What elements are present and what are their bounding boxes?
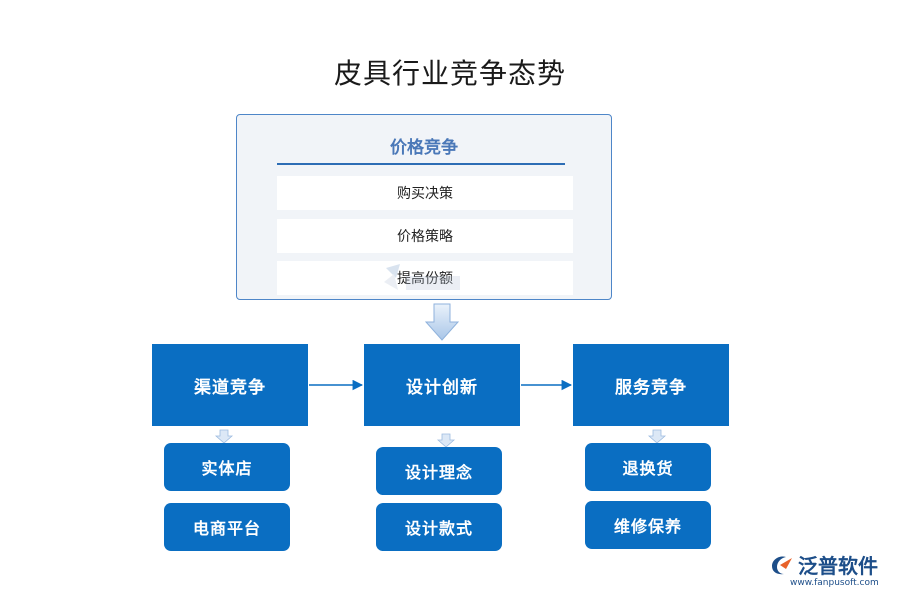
panel-item: 价格策略	[277, 219, 573, 253]
sub-box-ecommerce: 电商平台	[164, 503, 290, 551]
diagram-title: 皮具行业竞争态势	[333, 57, 566, 90]
down-arrow-icon	[436, 433, 456, 448]
design-innovation-box: 设计创新	[364, 344, 520, 426]
down-arrow-icon	[424, 303, 460, 341]
brand-logo-icon	[772, 555, 792, 574]
down-arrow-icon	[647, 429, 667, 444]
panel-divider	[277, 163, 565, 165]
price-competition-panel: 价格竞争 购买决策 价格策略 提高份额	[236, 114, 612, 300]
panel-item: 提高份额	[277, 261, 573, 295]
sub-box-design-style: 设计款式	[376, 503, 502, 551]
panel-item: 购买决策	[277, 176, 573, 210]
watermark-icon	[384, 264, 460, 290]
sub-box-design-concept: 设计理念	[376, 447, 502, 495]
brand-url: www.fanpusoft.com	[790, 578, 879, 588]
brand-logo: 泛普软件	[770, 550, 878, 579]
sub-box-physical-store: 实体店	[164, 443, 290, 491]
service-competition-box: 服务竞争	[573, 344, 729, 426]
channel-competition-box: 渠道竞争	[152, 344, 308, 426]
down-arrow-icon	[214, 429, 234, 444]
sub-box-maintenance: 维修保养	[585, 501, 711, 549]
sub-box-return-exchange: 退换货	[585, 443, 711, 491]
brand-name: 泛普软件	[798, 554, 878, 578]
panel-heading: 价格竞争	[390, 138, 458, 158]
